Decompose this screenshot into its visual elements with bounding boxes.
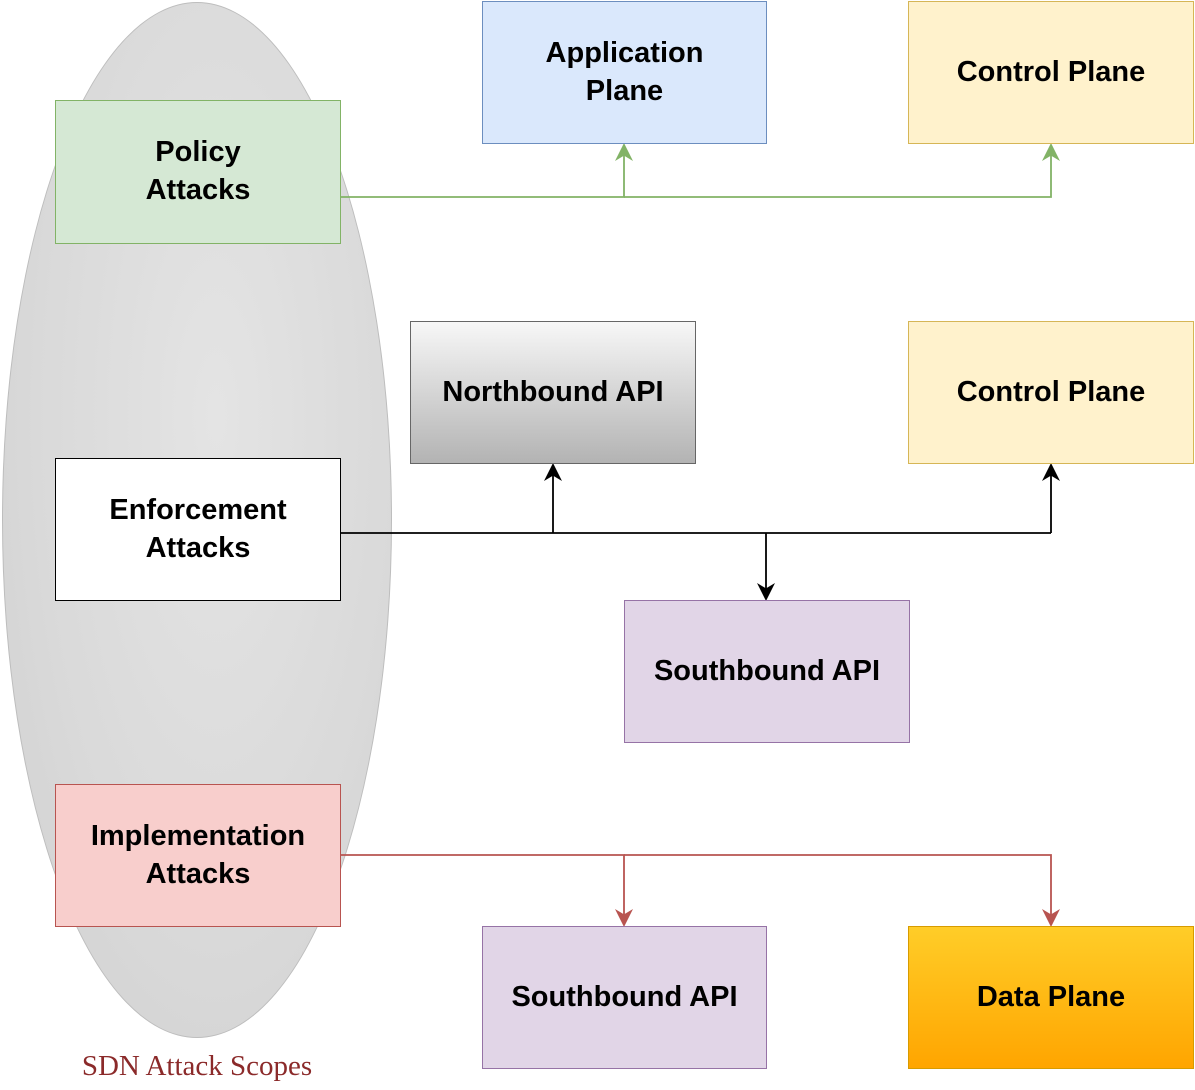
policy-to-control-plane-edge (624, 143, 1060, 198)
enforcement-connectors (341, 463, 1060, 601)
southbound-api-node-middle[interactable]: Southbound API (624, 600, 910, 743)
northbound-api-label: Northbound API (442, 375, 664, 408)
enforcement-attacks-node[interactable]: Enforcement Attacks (55, 458, 341, 601)
northbound-api-node[interactable]: Northbound API (410, 321, 696, 464)
southbound-api-label-bottom: Southbound API (511, 980, 738, 1013)
policy-to-application-plane-edge (341, 143, 633, 198)
implementation-attacks-node[interactable]: Implementation Attacks (55, 784, 341, 927)
control-plane-node-top[interactable]: Control Plane (908, 1, 1194, 144)
implementation-to-southbound-edge (341, 854, 633, 927)
control-plane-node-middle[interactable]: Control Plane (908, 321, 1194, 464)
implementation-connectors (341, 854, 1060, 927)
implementation-attacks-label: Implementation Attacks (90, 819, 306, 890)
application-plane-node[interactable]: Application Plane (482, 1, 767, 144)
data-plane-node[interactable]: Data Plane (908, 926, 1194, 1069)
data-plane-label: Data Plane (976, 980, 1126, 1013)
attack-scopes-caption: SDN Attack Scopes (81, 1050, 313, 1082)
policy-connectors (341, 143, 1060, 198)
application-plane-label: Application Plane (545, 36, 704, 107)
southbound-api-label-middle: Southbound API (653, 654, 881, 687)
enforcement-attacks-label: Enforcement Attacks (109, 493, 287, 564)
control-plane-label-middle: Control Plane (956, 375, 1146, 408)
southbound-api-node-bottom[interactable]: Southbound API (482, 926, 767, 1069)
implementation-to-data-plane-edge (624, 854, 1060, 927)
policy-attacks-node[interactable]: Policy Attacks (55, 100, 341, 244)
policy-attacks-label: Policy Attacks (145, 136, 251, 206)
control-plane-label-top: Control Plane (956, 55, 1146, 88)
